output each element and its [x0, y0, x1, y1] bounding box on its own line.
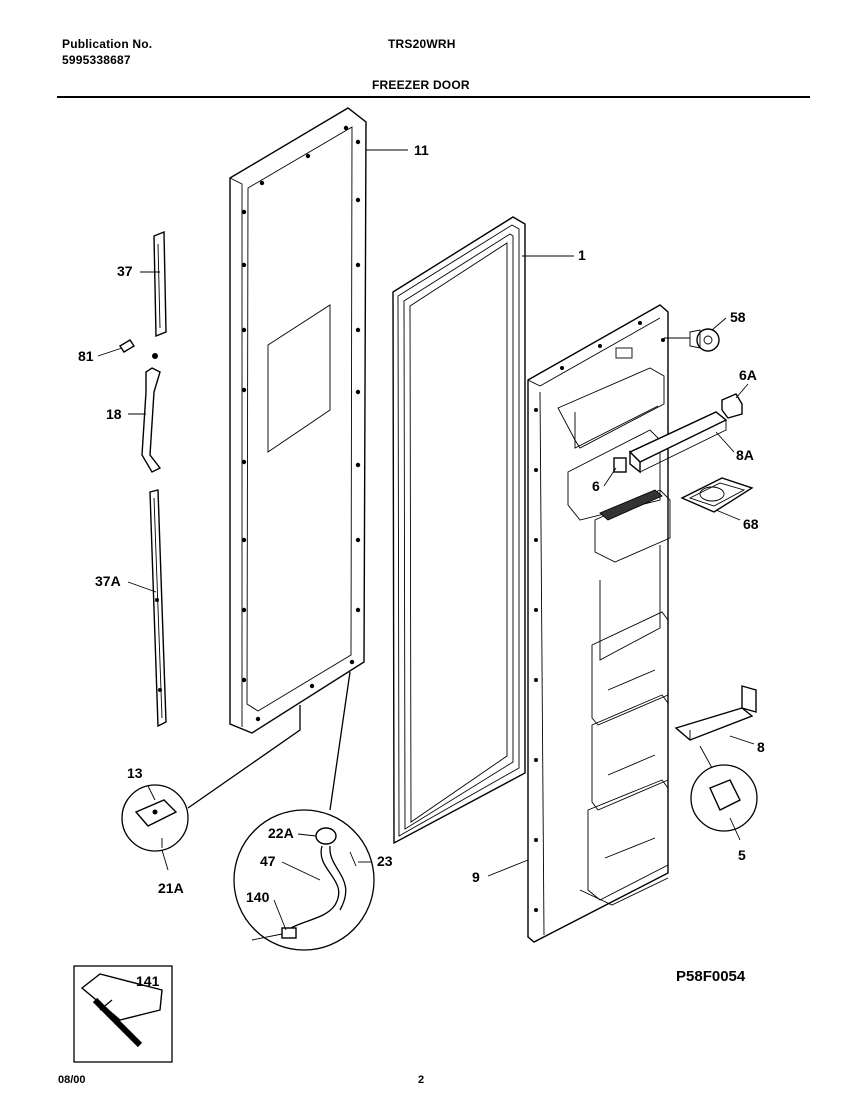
screw-58-part — [689, 328, 720, 352]
trim-37a-part — [149, 489, 167, 728]
publication-number: 5995338687 — [62, 53, 131, 67]
callout-6a: 6A — [739, 367, 757, 383]
callout-21a: 21A — [158, 880, 184, 896]
callout-11: 11 — [414, 142, 429, 158]
callout-8a: 8A — [736, 447, 754, 463]
callout-18: 18 — [106, 406, 122, 422]
page-number: 2 — [418, 1074, 425, 1086]
callout-6: 6 — [592, 478, 600, 494]
inset-141-box — [73, 965, 173, 1063]
leader-lines — [97, 149, 755, 931]
handle-18-part — [141, 367, 162, 473]
callout-1: 1 — [578, 247, 586, 263]
clip-6a-part — [721, 393, 743, 419]
section-title: FREEZER DOOR — [372, 78, 470, 92]
callout-58: 58 — [730, 309, 746, 325]
detail-13-circle — [121, 705, 301, 852]
rail-8a-part — [628, 411, 728, 474]
shelf-rail-8-part — [674, 685, 757, 741]
callout-81: 81 — [78, 348, 94, 364]
detail-5-circle — [690, 745, 758, 832]
callout-140: 140 — [246, 889, 270, 905]
footer-date: 08/00 — [58, 1074, 86, 1086]
callout-22a: 22A — [268, 825, 294, 841]
header-rule — [57, 96, 810, 98]
door-gasket-part — [392, 216, 526, 845]
callout-23: 23 — [377, 853, 393, 869]
diagram-code: P58F0054 — [676, 968, 746, 985]
callout-9: 9 — [472, 869, 480, 885]
callout-5: 5 — [738, 847, 746, 863]
lamp-cover-68-part — [680, 477, 754, 513]
door-liner-part — [527, 304, 671, 943]
door-frame-part — [229, 107, 367, 734]
callout-8: 8 — [757, 739, 765, 755]
publication-label: Publication No. — [62, 37, 153, 51]
callout-68: 68 — [743, 516, 759, 532]
screw-81-part — [119, 339, 158, 359]
callout-37: 37 — [117, 263, 133, 279]
callout-141: 141 — [136, 973, 160, 989]
callout-47: 47 — [260, 853, 276, 869]
callout-37a: 37A — [95, 573, 121, 589]
model-number: TRS20WRH — [388, 37, 456, 51]
detail-wiring-circle — [233, 671, 375, 951]
callout-13: 13 — [127, 765, 143, 781]
trim-37-part — [153, 230, 167, 338]
bracket-6-part — [613, 457, 627, 473]
